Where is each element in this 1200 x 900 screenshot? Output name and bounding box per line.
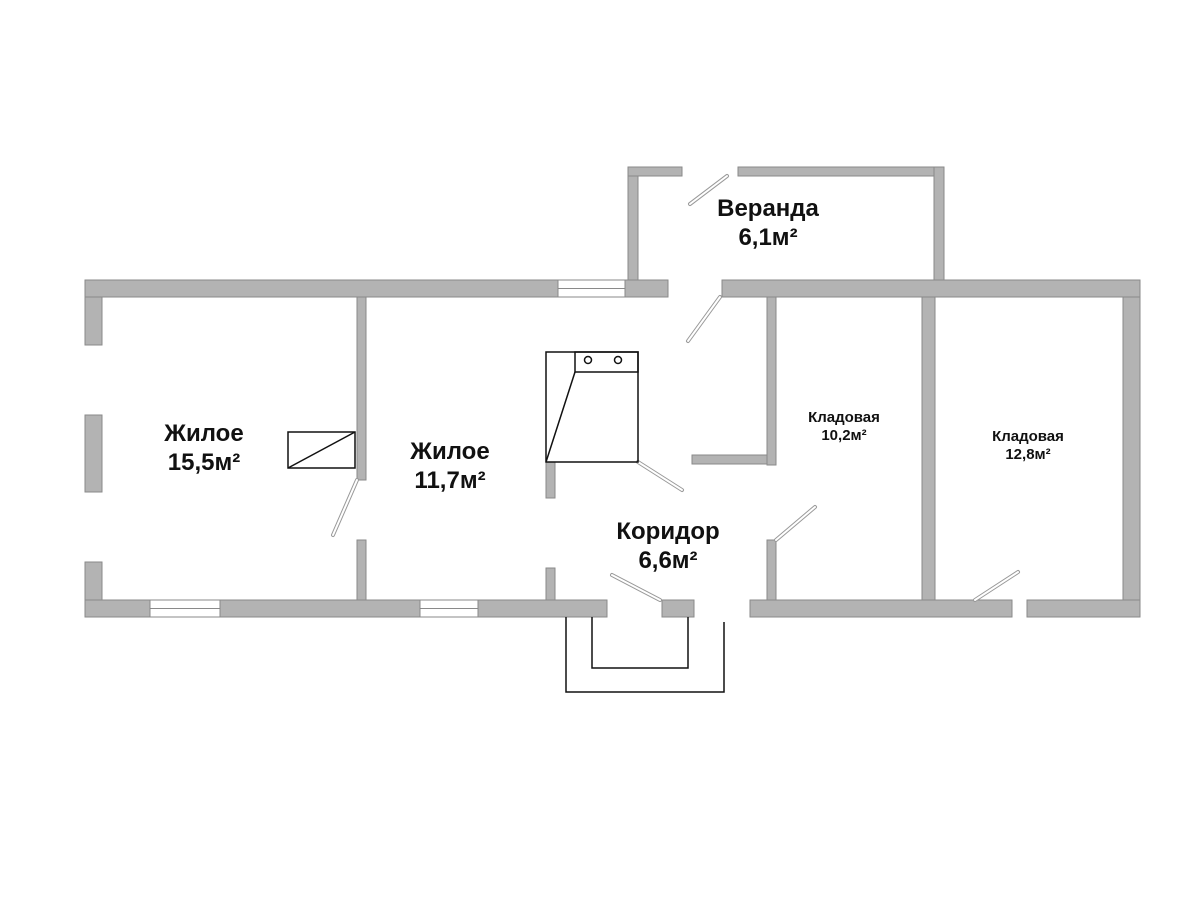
room-name: Жилое (410, 438, 490, 465)
room-label-living-2: Жилое 11,7м² (410, 438, 489, 496)
room-label-storage-2: Кладовая 12,8м² (992, 428, 1064, 464)
walls (84, 166, 1141, 618)
fireplace-box (287, 431, 356, 469)
room-name: Жилое (164, 420, 244, 447)
room-label-storage-1: Кладовая 10,2м² (808, 409, 880, 445)
room-name: Веранда (717, 195, 819, 222)
room-label-corridor: Коридор 6,6м² (616, 518, 719, 576)
room-name: Кладовая (808, 409, 880, 426)
room-label-veranda: Веранда 6,1м² (717, 195, 819, 253)
room-area: 12,8м² (1005, 446, 1051, 463)
room-area: 10,2м² (821, 427, 867, 444)
room-name: Коридор (616, 518, 720, 545)
room-label-living-1: Жилое 15,5м² (164, 420, 243, 478)
stove (545, 351, 639, 463)
room-area: 11,7м² (414, 466, 486, 494)
doors (331, 174, 1020, 602)
room-name: Кладовая (992, 428, 1064, 445)
porch-steps (565, 617, 725, 693)
room-area: 6,1м² (738, 223, 798, 251)
room-area: 15,5м² (167, 448, 241, 476)
room-area: 6,6м² (638, 546, 698, 574)
